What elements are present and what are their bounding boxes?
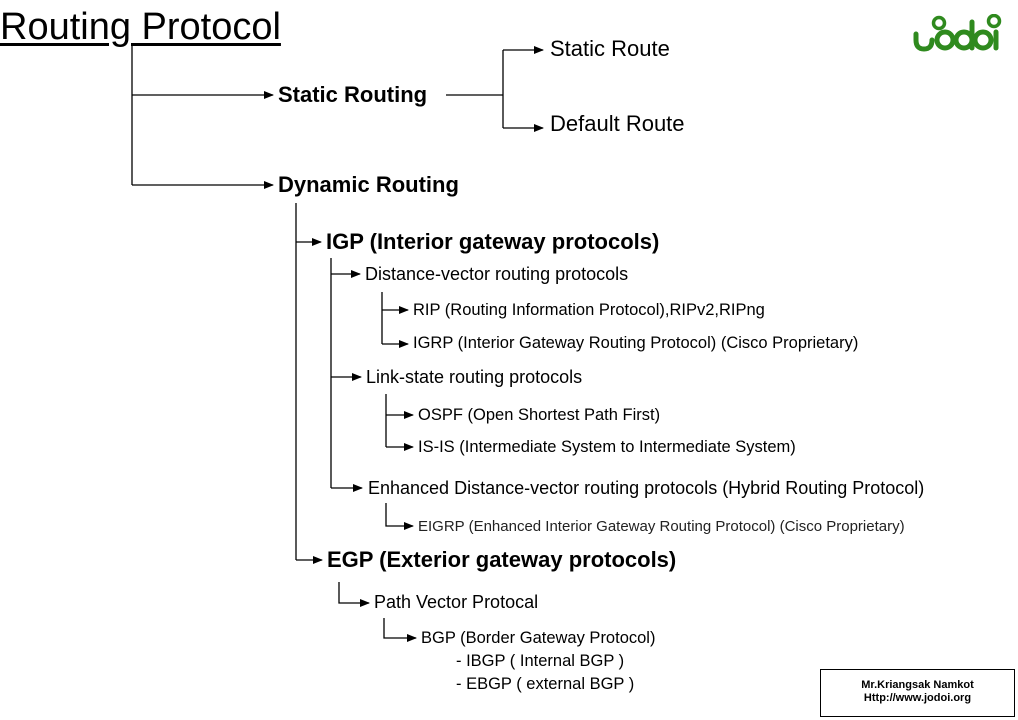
node-link-state: Link-state routing protocols [366,367,583,387]
node-distance-vector: Distance-vector routing protocols [365,264,629,284]
node-dynamic-routing: Dynamic Routing [278,172,459,197]
node-eigrp: EIGRP (Enhanced Interior Gateway Routing… [418,518,905,535]
node-bgp: BGP (Border Gateway Protocol) [421,629,656,647]
node-igrp: IGRP (Interior Gateway Routing Protocol)… [413,334,859,352]
node-rip: RIP (Routing Information Protocol),RIPv2… [413,301,765,319]
page-title: Routing Protocol [0,6,281,48]
jodoi-logo [913,14,1002,52]
node-igp: IGP (Interior gateway protocols) [326,229,660,254]
node-ospf: OSPF (Open Shortest Path First) [418,406,661,424]
arrow-path-vector [338,582,370,607]
node-ebgp: - EBGP ( external BGP ) [456,675,635,693]
node-egp: EGP (Exterior gateway protocols) [327,547,677,572]
credit-author: Mr.Kriangsak Namkot [861,679,974,691]
node-ibgp: - IBGP ( Internal BGP ) [456,652,625,670]
node-enhanced-dv: Enhanced Distance-vector routing protoco… [368,478,925,498]
credit-url: Http://www.jodoi.org [863,692,972,704]
node-static-routing: Static Routing [278,82,428,107]
node-static-route: Static Route [550,36,670,61]
credit-box: Mr.Kriangsak Namkot Http://www.jodoi.org [820,669,1015,717]
node-path-vector: Path Vector Protocal [374,592,539,612]
node-isis: IS-IS (Intermediate System to Intermedia… [418,438,796,456]
arrow-eigrp [385,503,414,530]
arrow-bgp [383,618,417,642]
node-default-route: Default Route [550,111,685,136]
